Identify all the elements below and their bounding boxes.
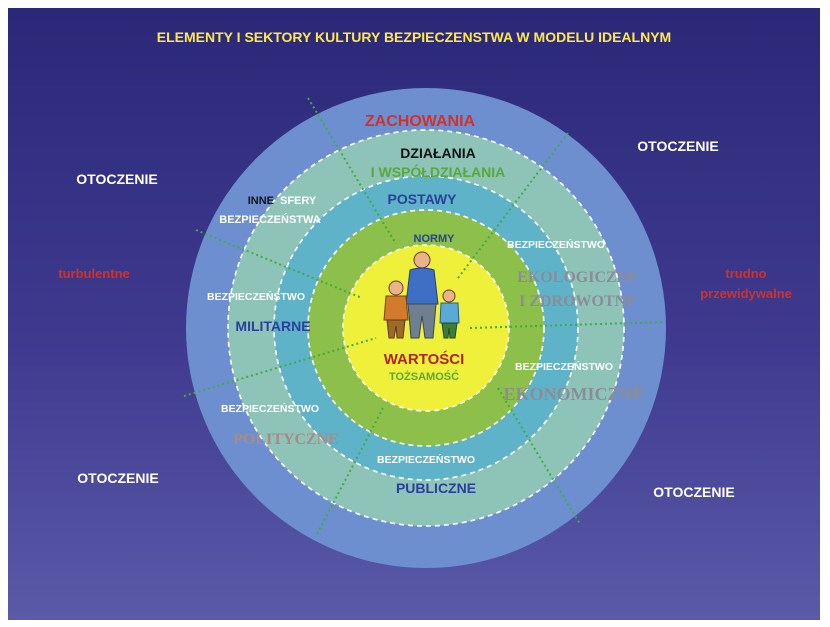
sector-military-name: MILITARNE: [235, 318, 310, 334]
diagram-canvas: ELEMENTY I SEKTORY KULTURY BEZPIECZENSTW…: [58, 29, 792, 568]
sector-dividers: [183, 97, 667, 537]
slide-title: ELEMENTY I SEKTORY KULTURY BEZPIECZENSTW…: [157, 29, 671, 45]
sector-public-label: BEZPIECZEŃSTWO: [377, 453, 475, 466]
surrounding-bottom-right: OTOCZENIE: [653, 484, 734, 500]
sector-military-label: BEZPIECZEŃSTWO: [207, 290, 305, 303]
ring-label-identity: TOŻSAMOŚĆ: [389, 370, 459, 383]
ring-label-values: WARTOŚCI: [384, 350, 465, 368]
sector-ecological-label: BEZPIECZEŃSTWO: [507, 238, 605, 251]
surrounding-left-note: turbulentne: [58, 266, 130, 281]
surrounding-top-left: OTOCZENIE: [76, 171, 157, 187]
sector-public-name: PUBLICZNE: [396, 480, 476, 496]
ring-label-actions-1: DZIAŁANIA: [400, 145, 475, 161]
sector-other-label-a: INNE: [248, 195, 274, 207]
ring-borders: [227, 129, 625, 527]
surrounding-bottom-left: OTOCZENIE: [77, 470, 158, 486]
sector-political-name: POLITYCZNE: [233, 431, 339, 448]
surrounding-top-right: OTOCZENIE: [637, 138, 718, 154]
slide: ELEMENTY I SEKTORY KULTURY BEZPIECZENSTW…: [8, 8, 820, 620]
family-clipart-icon: [383, 251, 460, 339]
sector-ecological-name-2: I ZDROWOTNE: [519, 293, 637, 310]
surrounding-right-note-1: trudno: [725, 266, 766, 281]
sector-political-label: BEZPIECZEŃSTWO: [221, 402, 319, 415]
ring-label-actions-2: I WSPÓŁDZIAŁANIA: [371, 163, 506, 180]
sector-other-label-b: SFERY: [280, 195, 317, 207]
sector-economic-name: EKONOMICZNE: [503, 384, 644, 404]
sector-other-label-2: BEZPIECZEŃSTWA: [219, 213, 321, 226]
surrounding-right-note-2: przewidywalne: [700, 286, 792, 301]
sector-ecological-name-1: EKOLOGICZNE: [517, 269, 639, 286]
sector-economic-label: BEZPIECZEŃSTWO: [515, 360, 613, 373]
ring-label-norms: NORMY: [414, 233, 456, 245]
ring-label-behaviors: ZACHOWANIA: [365, 113, 476, 130]
ring-label-attitudes: POSTAWY: [388, 191, 458, 207]
